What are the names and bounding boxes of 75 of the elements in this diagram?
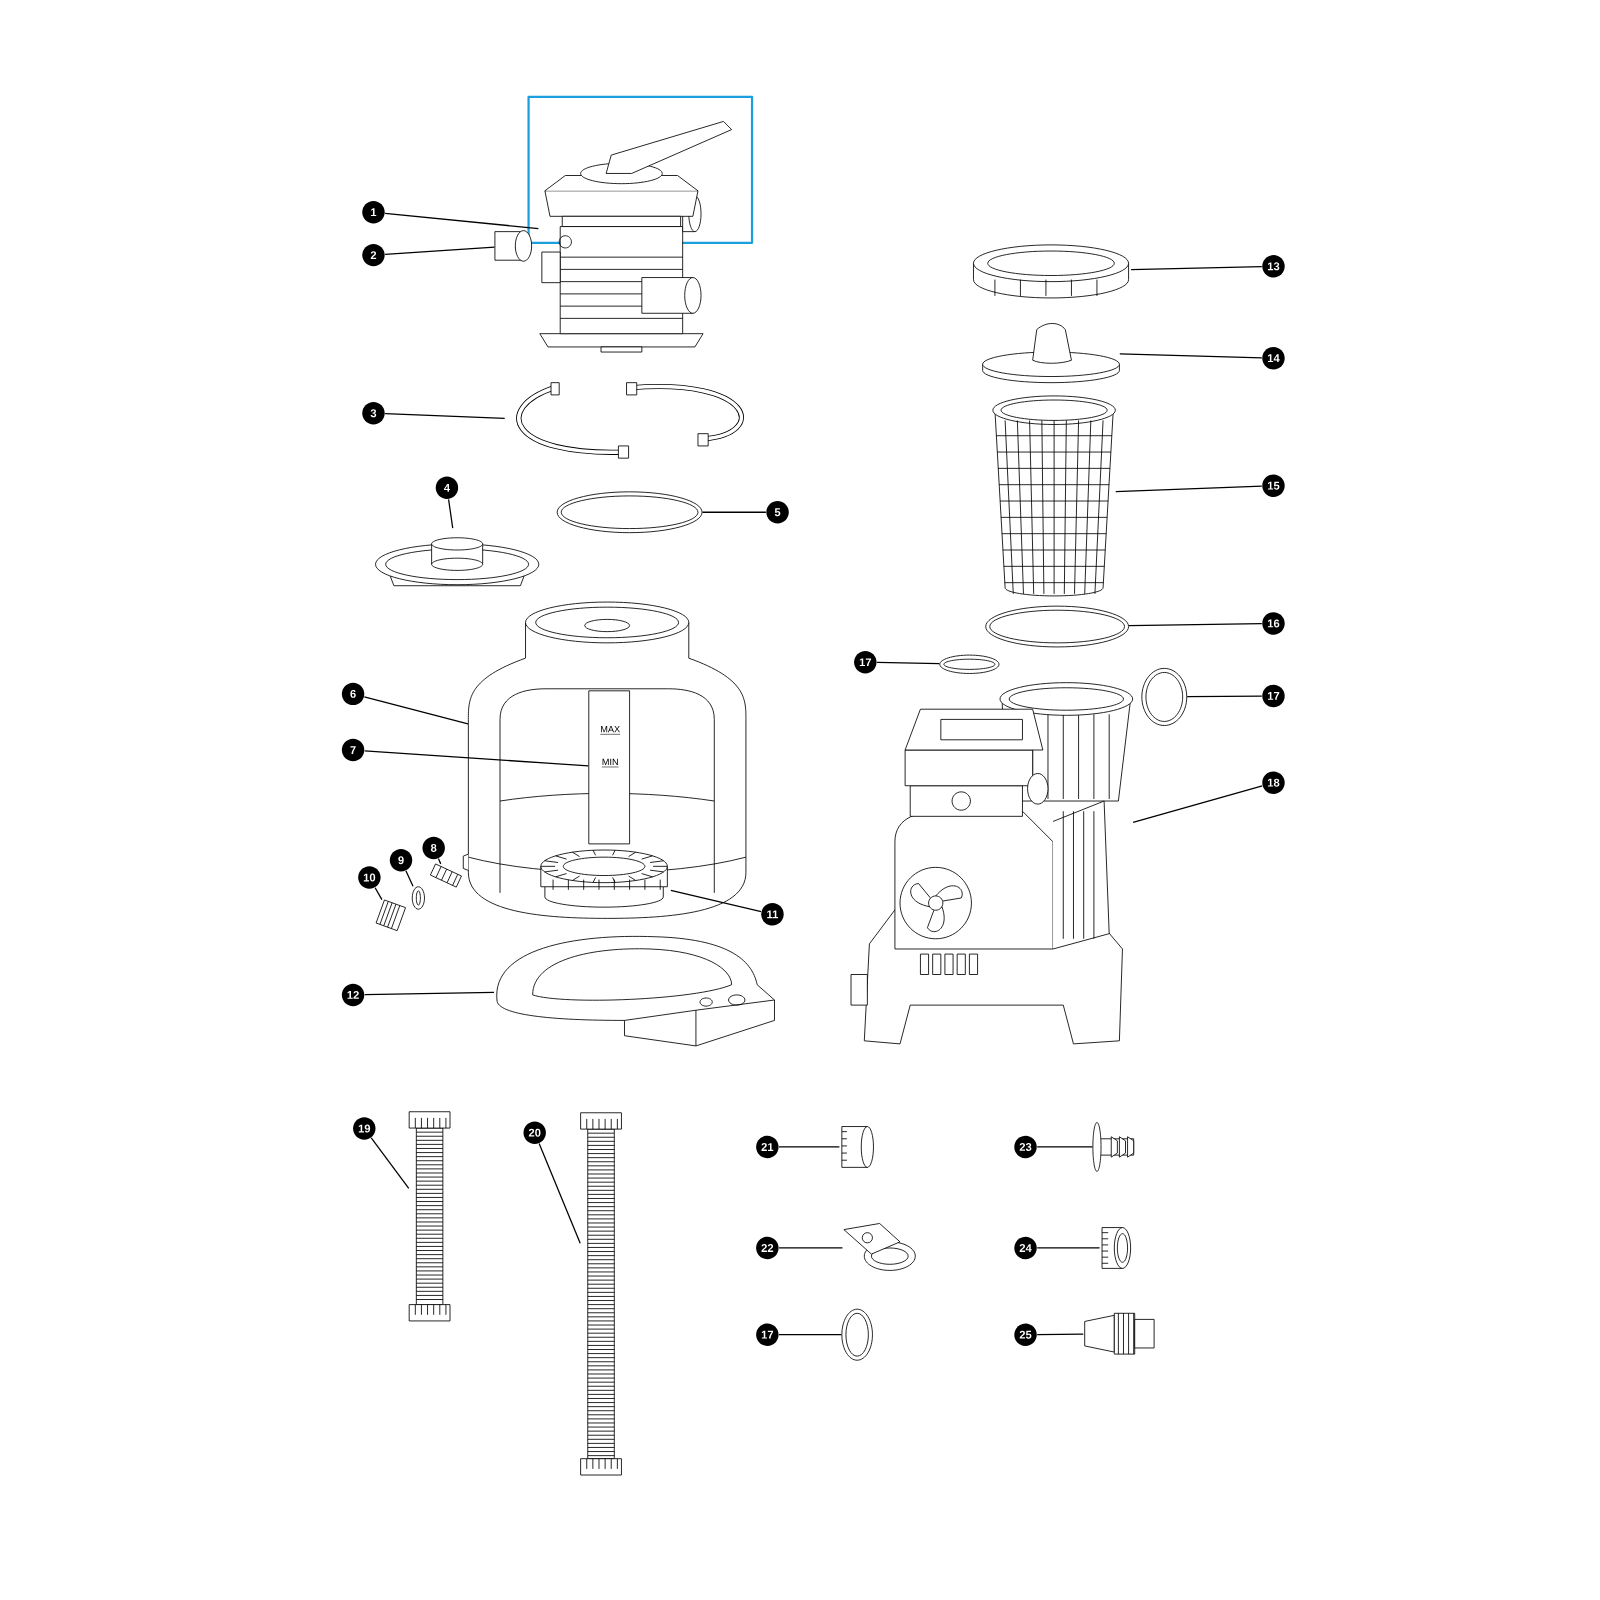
leader-line xyxy=(364,991,495,996)
callout-number: 6 xyxy=(341,682,365,706)
callout-number: 15 xyxy=(1262,474,1285,497)
leader-line xyxy=(778,1146,840,1148)
callout-number: 3 xyxy=(362,402,385,425)
callout-number: 17 xyxy=(1262,684,1285,708)
leader-line xyxy=(374,887,383,901)
callout-number: 10 xyxy=(358,866,381,889)
o-ring-drawing xyxy=(841,1308,873,1361)
leader-line xyxy=(1130,265,1263,271)
cap-drawing xyxy=(375,899,406,932)
leader-line xyxy=(876,661,941,665)
o-ring-drawing xyxy=(556,491,703,534)
plunger-drawing xyxy=(1092,1122,1135,1172)
adapter-drawing xyxy=(1084,1312,1155,1355)
callout-number: 13 xyxy=(1262,255,1285,278)
leader-line xyxy=(1036,1146,1094,1148)
leader-line xyxy=(437,857,442,865)
clamp-drawing xyxy=(516,382,744,459)
leader-line xyxy=(1128,623,1263,627)
callout-number: 24 xyxy=(1014,1236,1037,1260)
clip-drawing xyxy=(843,1223,916,1271)
o-ring-drawing xyxy=(411,886,425,910)
leader-line xyxy=(1036,1333,1084,1336)
callout-number: 21 xyxy=(756,1135,779,1159)
callout-number: 8 xyxy=(422,836,445,860)
leader-line xyxy=(447,498,454,529)
callout-number: 5 xyxy=(766,501,789,524)
base-drawing xyxy=(496,935,775,1047)
callout-number: 12 xyxy=(341,983,365,1007)
leader-line xyxy=(701,511,767,513)
leader-line xyxy=(778,1247,844,1249)
callout-number: 7 xyxy=(341,738,365,762)
hose-drawing xyxy=(408,1111,451,1322)
callout-number: 17 xyxy=(756,1323,779,1346)
leader-line xyxy=(538,1142,581,1244)
callout-number: 25 xyxy=(1014,1323,1037,1346)
knob-drawing xyxy=(494,230,533,262)
leader-line xyxy=(405,870,414,887)
leader-line xyxy=(363,696,469,725)
diffuser-drawing xyxy=(375,537,540,587)
gasket-drawing xyxy=(939,654,1000,674)
callout-number: 17 xyxy=(854,651,877,674)
callout-number: 1 xyxy=(362,201,385,224)
hose-drawing xyxy=(580,1112,622,1476)
leader-line xyxy=(384,413,506,420)
ring-nut-drawing xyxy=(973,244,1129,299)
callout-number: 16 xyxy=(1262,612,1285,635)
o-ring-drawing xyxy=(1141,667,1188,726)
o-ring-drawing xyxy=(985,605,1129,648)
strainer-basket-drawing xyxy=(992,395,1116,597)
lid-drawing xyxy=(982,323,1120,384)
leader-line xyxy=(778,1334,843,1336)
cap-drawing xyxy=(841,1126,874,1168)
callout-number: 19 xyxy=(353,1117,376,1140)
callout-number: 4 xyxy=(435,476,459,499)
callout-number: 20 xyxy=(523,1121,546,1144)
leader-line xyxy=(1186,695,1263,698)
callout-number: 2 xyxy=(362,243,385,267)
callout-number: 11 xyxy=(761,903,784,926)
callout-number: 9 xyxy=(389,849,413,872)
callout-number: 14 xyxy=(1262,346,1285,370)
leader-line xyxy=(370,1137,410,1189)
valve-drawing xyxy=(539,121,733,353)
pump-drawing xyxy=(850,682,1134,1045)
callout-number: 22 xyxy=(756,1236,779,1260)
leader-line xyxy=(1119,353,1263,359)
screw-drawing xyxy=(429,863,462,888)
callout-number: 18 xyxy=(1262,771,1285,794)
leader-line xyxy=(1115,485,1263,493)
leader-line xyxy=(384,246,496,255)
nut-drawing xyxy=(1101,1227,1132,1269)
callout-number: 23 xyxy=(1014,1135,1037,1159)
leader-line xyxy=(1132,785,1263,823)
leader-line xyxy=(384,212,539,230)
